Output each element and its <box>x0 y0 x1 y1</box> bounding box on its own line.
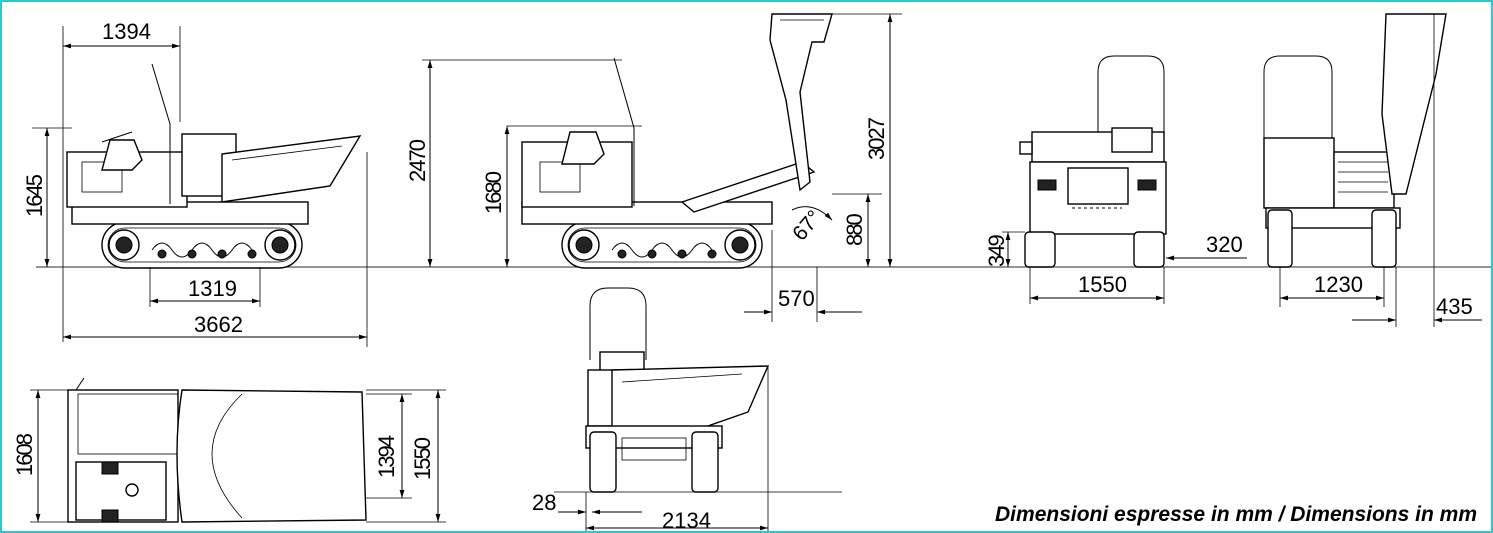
dim-1394-top: 1394 <box>374 435 399 478</box>
dims-rear-view: 1230 435 <box>1279 14 1482 327</box>
dim-67-angle: 67° <box>788 206 826 245</box>
side-view-dumper <box>66 63 362 269</box>
dim-1230: 1230 <box>1314 272 1363 297</box>
units-note: Dimensioni espresse in mm / Dimensions i… <box>995 503 1477 526</box>
dim-435: 435 <box>1436 294 1473 319</box>
dim-3662: 3662 <box>194 312 243 337</box>
dims-top-view: 1608 1394 1550 <box>12 389 446 523</box>
top-view <box>67 377 367 523</box>
rear-view <box>1263 13 1447 268</box>
front-tipped-view <box>585 287 770 493</box>
dim-28: 28 <box>532 490 556 515</box>
dim-349: 349 <box>984 235 1009 267</box>
side-view-tipped <box>507 13 902 269</box>
dim-1680: 1680 <box>481 171 506 214</box>
dim-1550-front: 1550 <box>1078 272 1127 297</box>
dim-1319: 1319 <box>188 276 237 301</box>
dim-320: 320 <box>1206 232 1243 257</box>
dim-2470: 2470 <box>405 139 430 182</box>
dim-1550-top: 1550 <box>410 437 435 480</box>
dim-3027: 3027 <box>864 117 889 160</box>
dims-tipped-view: 2470 1680 67° 880 3027 570 <box>405 14 893 322</box>
dims-front-view: 349 320 1550 <box>984 231 1247 304</box>
dim-1645: 1645 <box>22 174 47 217</box>
dim-1394-side: 1394 <box>102 19 151 44</box>
dim-880: 880 <box>842 214 867 246</box>
dim-2134: 2134 <box>662 508 711 531</box>
dims-front-tipped: 28 2134 <box>532 366 842 531</box>
dims-side-view: 1394 1645 1319 3662 <box>22 19 368 347</box>
dim-1608: 1608 <box>12 433 37 476</box>
dim-570: 570 <box>778 286 815 311</box>
front-view <box>1019 55 1167 268</box>
